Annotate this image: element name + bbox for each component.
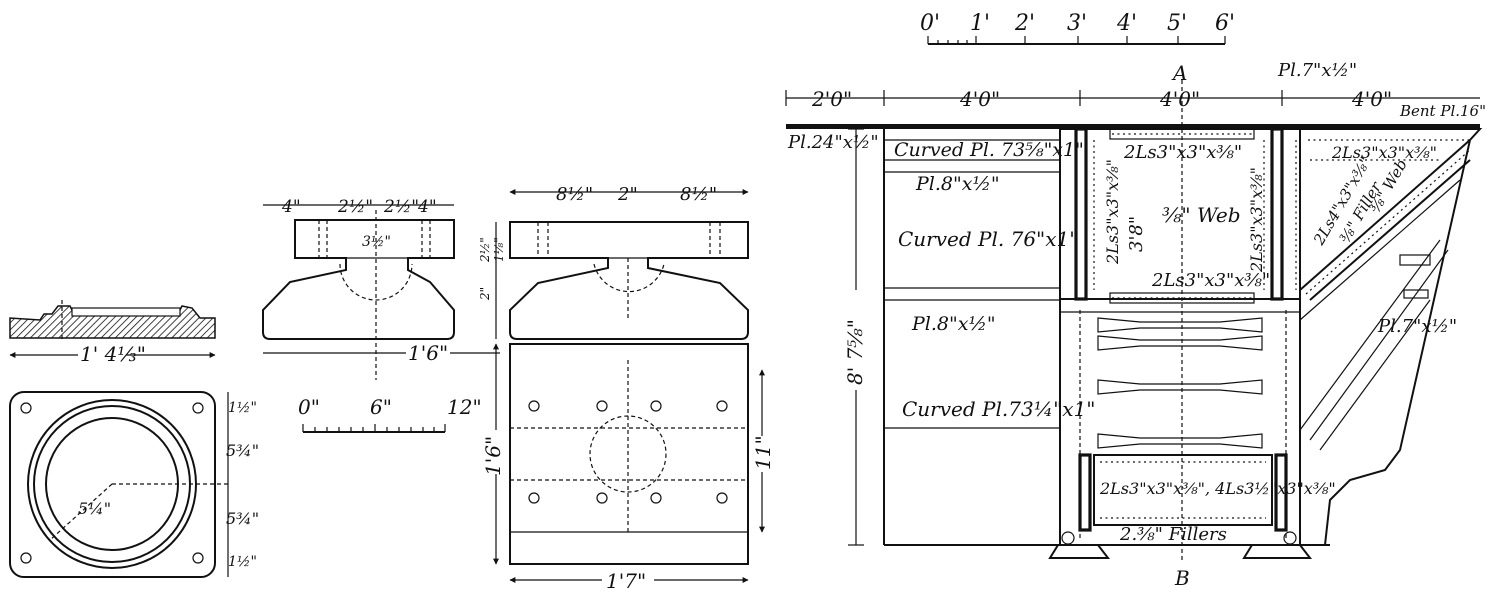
- label-pl-7-top: Pl.7"x½": [1277, 60, 1357, 81]
- bearing-elevation: 4" 2½" 2½" 4" 3½" 1'6": [262, 197, 500, 380]
- label-pl-8-b: Pl.8"x½": [911, 313, 996, 335]
- bearing-top-dim: 2½": [337, 197, 373, 217]
- scale-tick-label: 2': [1014, 11, 1035, 36]
- scale-tick-label: 4': [1116, 11, 1137, 36]
- girder-top-dim: 4'0": [1159, 87, 1200, 111]
- label-web: ⅜" Web: [1162, 203, 1241, 227]
- scale-tick-label: 0': [920, 11, 940, 36]
- label-pl-7-side: Pl.7"x½": [1377, 316, 1457, 337]
- label-curved-plate-2: Curved Pl. 76"x1": [898, 227, 1078, 251]
- label-bent-plate: Bent Pl.16": [1399, 102, 1486, 120]
- bearing-height-dim: 1'6": [408, 341, 448, 365]
- scale-bar-small: 0" 6" 12": [298, 395, 482, 433]
- base-plate-section: 1' 4⅓": [9, 300, 216, 366]
- side-height-dim: 2½": [478, 237, 492, 263]
- label-web-depth: 3'8": [1126, 216, 1147, 252]
- bearing-top-dim: 4": [281, 197, 301, 217]
- plan-height-dim: 1'6": [481, 436, 505, 476]
- label-pl-8-a: Pl.8"x½": [915, 173, 1000, 195]
- girder-height-dim: 8' 7⅝": [843, 319, 867, 385]
- label-curved-plate-1: Curved Pl. 73⅝"x1": [894, 139, 1084, 161]
- section-label-a: A: [1171, 61, 1187, 85]
- side-top-dim: 8½": [556, 184, 593, 205]
- label-pl-24: Pl.24"x½": [787, 132, 879, 153]
- ring-half-dim-lower: 5¾": [226, 509, 259, 528]
- label-angles-top-mid: 2Ls3"x3"x⅜": [1123, 142, 1242, 163]
- bearing-side-elevation: 8½" 2" 8½" 2½" 2" 1⅛": [478, 184, 749, 340]
- plan-width-dim: 1'7": [606, 569, 646, 593]
- bearing-center-dim: 3½": [362, 234, 391, 250]
- bearing-top-dim: 4": [417, 197, 437, 217]
- label-angles-bottom: 2Ls3"x3"x⅜", 4Ls3½"x3"x⅜": [1099, 479, 1336, 498]
- label-angles-top-right: 2Ls3"x3"x⅜": [1331, 143, 1437, 162]
- label-curved-plate-3: Curved Pl.73¼"x1": [902, 397, 1096, 421]
- scale-tick-label: 6': [1215, 11, 1235, 36]
- scale-bar-large: 0' 1' 2' 3' 4' 5' 6': [920, 11, 1235, 45]
- scale-tick-label: 0": [298, 395, 320, 419]
- side-height-dim: 1⅛": [492, 237, 506, 262]
- scale-tick-label: 5': [1167, 11, 1187, 36]
- side-height-dim: 2": [478, 287, 492, 301]
- side-top-dim: 2": [617, 184, 638, 205]
- label-angles-mid: 2Ls3"x3"x⅜": [1151, 270, 1270, 291]
- base-plate-width-dim: 1' 4⅓": [80, 342, 146, 366]
- girder-top-dim: 2'0": [811, 87, 852, 111]
- ring-edge-dim-bottom: 1½": [228, 554, 257, 570]
- scale-tick-label: 6": [370, 395, 392, 419]
- bearing-plan: 1'6" 11" 1'7": [481, 343, 775, 593]
- girder-elevation: 2'0" 4'0" 4'0" 4'0" A B 8' 7⅝": [785, 60, 1486, 590]
- label-angles-vertical-left: 2Ls3"x3"x⅜": [1103, 159, 1122, 265]
- plan-inner-dim: 11": [751, 435, 775, 470]
- side-top-dim: 8½": [680, 184, 717, 205]
- girder-top-dim: 4'0": [1351, 87, 1392, 111]
- section-label-b: B: [1174, 566, 1190, 590]
- scale-tick-label: 3': [1067, 11, 1087, 36]
- scale-tick-label: 1': [970, 11, 990, 36]
- ring-edge-dim-top: 1½": [228, 400, 257, 416]
- ring-half-dim-upper: 5¾": [226, 441, 259, 460]
- ring-radius-dim: 5¼": [78, 499, 111, 518]
- girder-top-dim: 4'0": [959, 87, 1000, 111]
- label-angles-vertical-right: 2Ls3"x3"x⅜": [1247, 167, 1266, 273]
- bearing-top-dim: 2½": [383, 197, 419, 217]
- scale-tick-label: 12": [447, 395, 482, 419]
- ring-plate-plan: 1½" 5¾" 5¾" 1½" 5¼": [9, 391, 259, 578]
- label-fillers: 2.⅜" Fillers: [1119, 524, 1227, 545]
